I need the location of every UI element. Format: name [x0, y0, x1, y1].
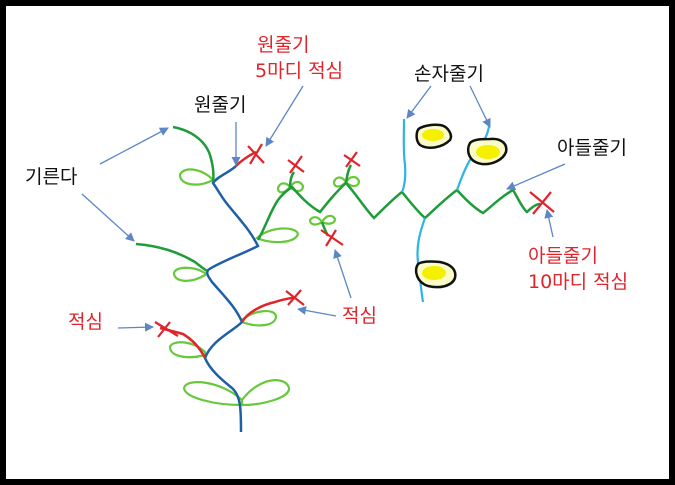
arrows	[81, 85, 566, 332]
arrow	[99, 127, 169, 165]
leaf	[308, 216, 324, 226]
leaf	[240, 379, 291, 407]
grandson-stem	[455, 125, 491, 191]
fruit	[415, 123, 453, 149]
label-pinch-center: 적심	[342, 305, 377, 327]
main-stem-line	[203, 165, 260, 433]
grandson-stem	[400, 118, 407, 193]
arrow	[506, 163, 566, 190]
leaf	[344, 175, 361, 188]
grandson-stems	[400, 118, 491, 303]
fruits	[414, 123, 508, 289]
arrow	[265, 85, 304, 147]
side-shoot	[344, 164, 353, 184]
arrow	[333, 249, 352, 299]
label-son-stem-pinch-line1: 아들줄기	[528, 245, 598, 267]
pinch-x-mark	[154, 321, 179, 338]
leaf	[332, 176, 348, 188]
pinch-x-mark	[285, 289, 305, 306]
pinch-x-mark	[529, 191, 555, 215]
pinch-x-mark	[320, 229, 344, 247]
arrow	[544, 209, 554, 238]
left-growing-stem	[135, 242, 208, 273]
fruit	[466, 137, 508, 166]
pinch-x-mark	[287, 155, 305, 174]
arrow	[406, 85, 432, 119]
pinch-x-mark	[247, 143, 265, 165]
label-main-stem: 원줄기	[194, 94, 246, 116]
arrow	[469, 85, 491, 128]
label-son-stem-pinch-line2: 10마디 적심	[528, 271, 628, 293]
leaf	[178, 168, 215, 186]
leaf	[240, 310, 278, 327]
leaves	[168, 168, 361, 407]
leaf	[320, 214, 337, 225]
top-growing-stem	[172, 125, 215, 183]
arrow	[81, 193, 135, 242]
grandson-stem	[416, 217, 427, 303]
label-grow: 기른다	[25, 166, 77, 188]
pinch-marks	[154, 143, 555, 338]
pinched-stem	[240, 295, 297, 323]
arrow	[117, 322, 154, 332]
label-son-stem: 아들줄기	[557, 137, 627, 159]
leaf	[255, 227, 300, 244]
fruit	[414, 260, 457, 289]
pinch-x-mark	[343, 151, 361, 168]
label-main-stem-pinch-line1: 원줄기	[257, 34, 309, 56]
label-main-stem-pinch-line2: 5마디 적심	[255, 60, 343, 82]
leaf	[182, 381, 244, 407]
label-grandson-stem: 손자줄기	[414, 63, 484, 85]
label-pinch-left: 적심	[68, 311, 103, 333]
leaf	[172, 266, 207, 282]
arrow	[297, 306, 337, 317]
side-shoot	[288, 171, 296, 188]
